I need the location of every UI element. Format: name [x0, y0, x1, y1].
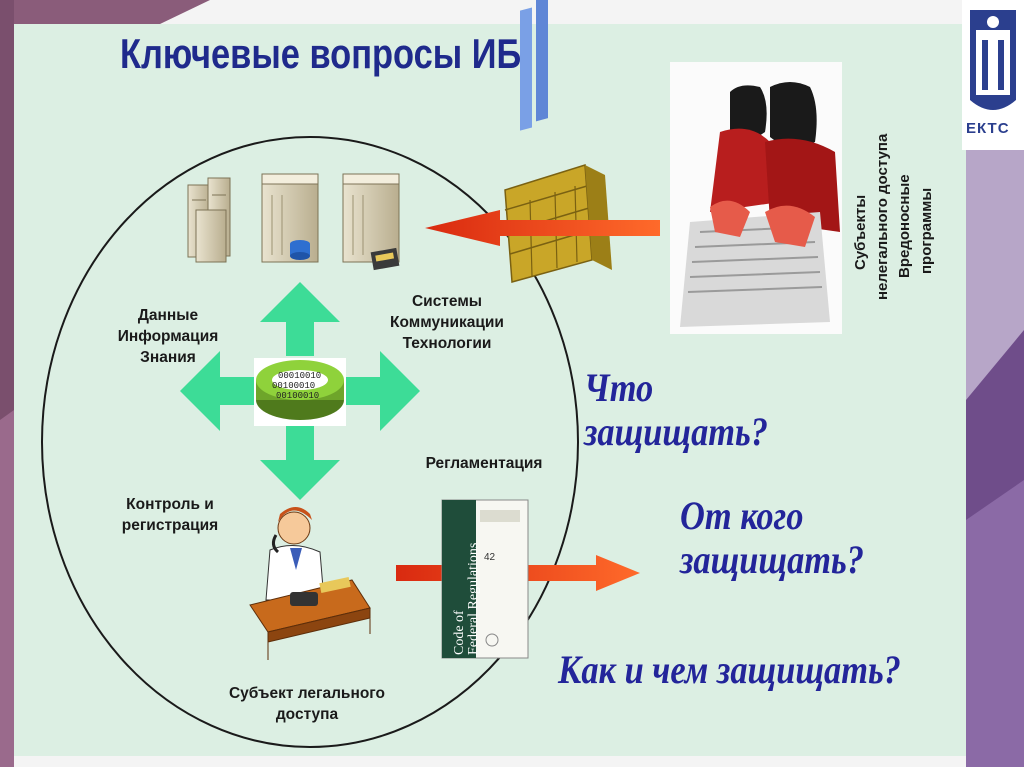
control-label-line-2: регистрация — [121, 517, 219, 534]
question-from-whom: От кого защищать? — [680, 494, 864, 582]
control-label: Контроль и регистрация — [100, 494, 240, 536]
question-from-whom-line-1: От кого — [680, 493, 804, 538]
binary-line-1: 00010010 — [278, 371, 321, 381]
binary-ring-icon — [256, 360, 344, 420]
question-how-line: Как и чем защищать? — [558, 647, 901, 692]
question-what: Что защищать? — [584, 366, 768, 454]
vertical-line-3: Вредоносные — [896, 174, 913, 278]
question-what-line-2: защищать? — [584, 409, 768, 454]
regulation-label: Регламентация — [414, 453, 554, 474]
data-label: Данные Информация Знания — [108, 305, 228, 368]
data-label-line-2: Информация — [117, 328, 219, 345]
attack-arrow — [425, 210, 660, 246]
systems-label-line-3: Технологии — [402, 335, 492, 352]
operator-at-desk-icon — [249, 507, 371, 660]
binary-line-2: 00100010 — [272, 381, 315, 391]
server-with-tape-icon — [342, 173, 400, 271]
illegal-access-vertical-label: Субъекты нелегального доступа Вредоносны… — [850, 60, 938, 300]
regulations-book-icon — [441, 499, 529, 659]
systems-label: Системы Коммуникации Технологии — [372, 291, 522, 354]
regulation-label-text: Регламентация — [425, 455, 543, 472]
legal-subject-label: Субъект легального доступа — [222, 683, 392, 725]
question-what-line-1: Что — [584, 365, 654, 410]
binary-line-3: 00100010 — [276, 391, 319, 401]
vertical-line-4: программы — [918, 187, 935, 274]
hackers-photo — [670, 62, 842, 334]
logo-text: ЕКТС — [966, 120, 1010, 137]
green-cross-arrows — [180, 282, 420, 500]
book-title-2: Federal Regulations — [466, 543, 481, 655]
control-label-line-1: Контроль и — [126, 496, 214, 513]
server-cluster-icon — [187, 177, 231, 263]
data-label-line-3: Знания — [140, 349, 196, 366]
question-from-whom-line-2: защищать? — [680, 537, 864, 582]
systems-label-line-2: Коммуникации — [390, 314, 504, 331]
question-how: Как и чем защищать? — [558, 648, 901, 692]
firewall-icon — [504, 0, 612, 283]
slide-title: Ключевые вопросы ИБ — [120, 30, 522, 77]
systems-label-line-1: Системы — [411, 293, 483, 310]
book-title-1: Code of — [452, 610, 467, 655]
data-label-line-1: Данные — [137, 307, 199, 324]
perimeter-ellipse — [41, 136, 579, 748]
database-server-icon — [261, 173, 319, 263]
university-logo — [962, 0, 1024, 150]
legal-subject-line-2: доступа — [275, 706, 339, 723]
vertical-line-1: Субъекты — [852, 194, 869, 270]
book-number: 42 — [484, 552, 496, 563]
vertical-line-2: нелегального доступа — [874, 133, 891, 300]
legal-subject-line-1: Субъект легального — [228, 685, 386, 702]
